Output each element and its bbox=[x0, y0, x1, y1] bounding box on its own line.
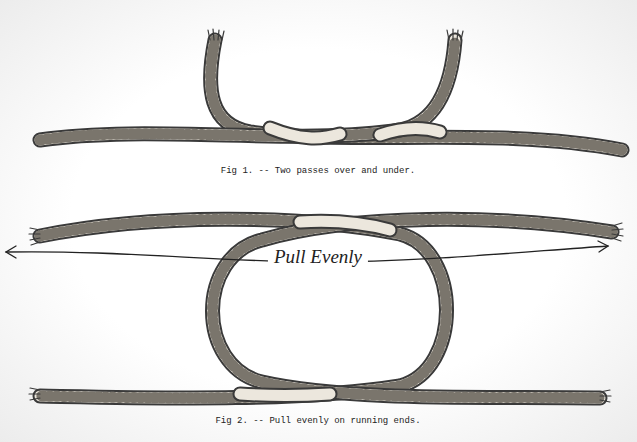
rope bbox=[40, 40, 455, 140]
frayed-end bbox=[208, 29, 463, 40]
frayed-end bbox=[29, 223, 623, 402]
figure-caption: Fig 2. -- Pull evenly on running ends. bbox=[215, 416, 420, 426]
instruction-label: Pull Evenly bbox=[268, 246, 368, 268]
rope bbox=[211, 40, 622, 150]
rope-crossing bbox=[240, 221, 390, 395]
rope-crossing bbox=[270, 128, 440, 138]
figure-caption: Fig 1. -- Two passes over and under. bbox=[221, 166, 415, 176]
rope bbox=[213, 219, 613, 398]
